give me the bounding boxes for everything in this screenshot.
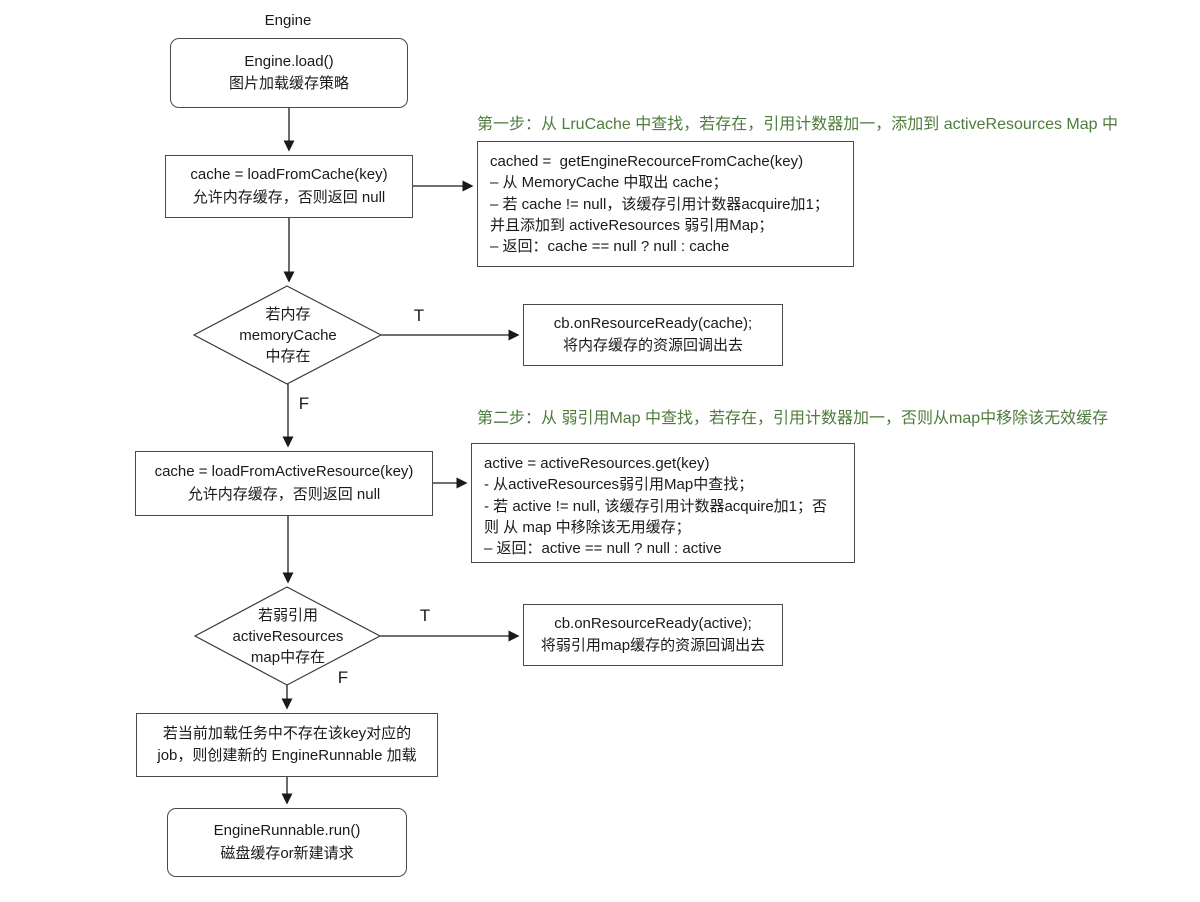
step2-header: 第二步：从 弱引用Map 中查找，若存在，引用计数器加一，否则从map中移除该无… [477,410,1109,427]
node-active-decision: 若弱引用 activeResources map中存在 [202,604,374,668]
node-line: map中存在 [250,648,326,666]
node-engine-load: Engine.load() 图片加载缓存策略 [170,38,408,108]
node-line: cb.onResourceReady(cache); [553,314,753,332]
node-memory-callback: cb.onResourceReady(cache); 将内存缓存的资源回调出去 [523,304,783,366]
node-line: 若弱引用 [257,606,318,624]
detail-line: 并且添加到 activeResources 弱引用Map； [490,216,774,234]
node-line: 若当前加载任务中不存在该key对应的 [162,724,412,742]
node-load-from-cache: cache = loadFromCache(key) 允许内存缓存，否则返回 n… [165,155,413,218]
node-step2-detail: active = activeResources.get(key) - 从act… [471,443,855,563]
detail-line: – 从 MemoryCache 中取出 cache； [490,174,728,192]
branch-label-false-2: F [337,668,349,687]
node-line: cache = loadFromActiveResource(key) [154,463,414,480]
detail-line: - 从activeResources弱引用Map中查找； [484,476,754,494]
node-step1-detail: cached = getEngineRecourceFromCache(key)… [477,141,854,267]
detail-line: – 返回：cache == null ? null : cache [490,238,730,256]
detail-line: cached = getEngineRecourceFromCache(key) [490,153,804,170]
node-line: 若内存 [265,305,311,323]
node-line: 图片加载缓存策略 [228,75,349,92]
diagram-title: Engine [264,12,312,29]
detail-line: 则 从 map 中移除该无用缓存； [484,518,691,536]
node-active-callback: cb.onResourceReady(active); 将弱引用map缓存的资源… [523,604,783,666]
node-memory-decision: 若内存 memoryCache 中存在 [202,303,374,367]
node-line: EngineRunnable.run() [213,822,361,839]
node-line: job，则创建新的 EngineRunnable 加载 [157,747,417,764]
node-line: cache = loadFromCache(key) [190,166,388,183]
node-line: 磁盘缓存or新建请求 [220,844,354,862]
node-line: Engine.load() [244,52,334,70]
detail-line: - 若 active != null, 该缓存引用计数器acquire加1；否 [484,497,828,515]
node-line: 将内存缓存的资源回调出去 [562,337,743,354]
node-engine-runnable: EngineRunnable.run() 磁盘缓存or新建请求 [167,808,407,877]
node-line: memoryCache [239,326,337,344]
node-line: 将弱引用map缓存的资源回调出去 [540,637,766,654]
node-line: 中存在 [265,347,311,365]
memory-decision-diamond [192,285,383,385]
node-load-from-active: cache = loadFromActiveResource(key) 允许内存… [135,451,433,516]
node-line: 允许内存缓存，否则返回 null [192,188,386,206]
node-new-job: 若当前加载任务中不存在该key对应的 job，则创建新的 EngineRunna… [136,713,438,777]
detail-line: – 返回：active == null ? null : active [484,540,722,558]
node-line: 允许内存缓存，否则返回 null [187,485,381,503]
active-decision-diamond [193,586,382,686]
node-line: activeResources [232,627,344,645]
branch-label-true-1: T [413,306,425,325]
branch-label-false-1: F [298,394,310,413]
step1-header: 第一步：从 LruCache 中查找，若存在，引用计数器加一，添加到 activ… [477,116,1119,133]
branch-label-true-2: T [419,606,431,625]
detail-line: active = activeResources.get(key) [484,455,710,472]
node-line: cb.onResourceReady(active); [554,614,752,632]
detail-line: – 若 cache != null，该缓存引用计数器acquire加1； [490,195,829,213]
